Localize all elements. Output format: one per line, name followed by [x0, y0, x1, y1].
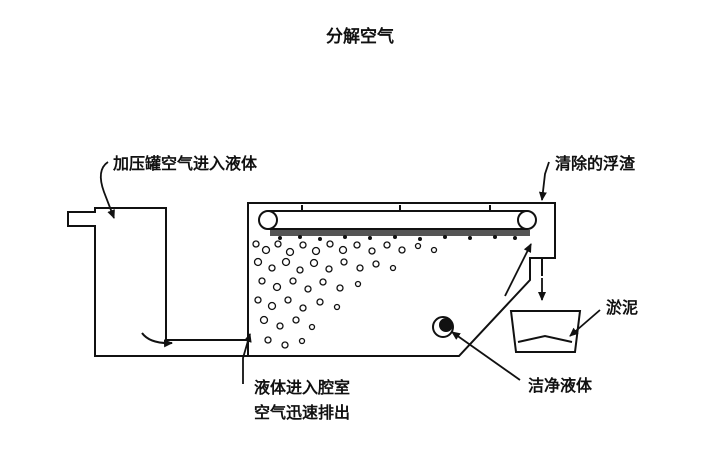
tank-flow-arrow — [141, 332, 173, 348]
flotation-chamber — [247, 202, 556, 357]
arrow-scum — [538, 161, 550, 201]
diagram-title: 分解空气 — [326, 27, 394, 47]
pressure-tank — [67, 207, 249, 357]
label-skimmed-scum: 清除的浮渣 — [555, 154, 636, 173]
arrow-clean-liquid — [451, 331, 521, 381]
label-pressurized-air: 加压罐空气进入液体 — [113, 154, 258, 173]
arrow-sludge-label — [569, 309, 601, 337]
conveyor-right-roller — [517, 210, 537, 230]
sludge-container — [509, 310, 582, 353]
label-chamber-line1: 液体进入腔室 — [254, 378, 351, 397]
arrow-chamber — [242, 333, 252, 384]
label-sludge: 淤泥 — [606, 298, 639, 317]
arrow-conveyor-diag — [504, 243, 532, 297]
arrow-air-inlet — [99, 161, 115, 219]
conveyor-left-roller — [258, 210, 278, 230]
scraper-conveyor — [258, 205, 537, 230]
scum-layer — [270, 230, 530, 241]
outlet-pipe — [432, 316, 454, 338]
leader-arrows — [99, 161, 601, 384]
label-chamber-line2: 空气迅速排出 — [254, 403, 351, 422]
air-bubbles — [252, 240, 438, 349]
label-clean-liquid: 洁净液体 — [528, 376, 593, 395]
